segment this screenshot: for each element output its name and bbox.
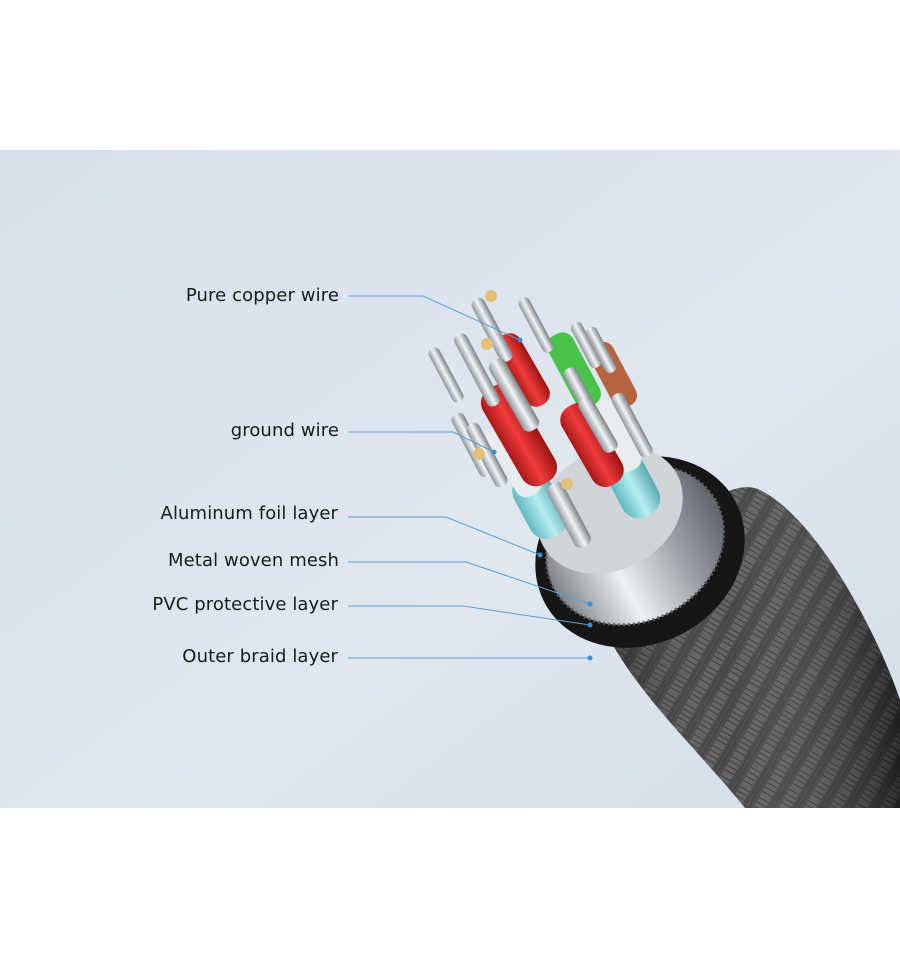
label-pvc-protective-layer: PVC protective layer [152, 594, 338, 615]
leader-line-pvc [348, 605, 591, 626]
inner-wires [428, 290, 661, 548]
leader-line-mesh [348, 561, 591, 605]
leader-line-foil [348, 516, 541, 556]
label-aluminum-foil-layer: Aluminum foil layer [160, 503, 338, 524]
label-ground-wire: ground wire [230, 420, 339, 441]
leader-dot-copper [517, 337, 523, 343]
leader-line-ground [348, 431, 495, 453]
leader-dot-pvc [587, 622, 593, 628]
leader-line-copper [348, 295, 521, 341]
leader-dots [491, 337, 593, 661]
label-metal-woven-mesh: Metal woven mesh [167, 550, 339, 571]
label-pure-copper-wire: Pure copper wire [185, 285, 339, 306]
label-outer-braid-layer: Outer braid layer [182, 646, 338, 667]
leader-dot-foil [537, 552, 543, 558]
leader-lines [348, 295, 591, 659]
leader-dot-braid [587, 655, 593, 661]
leader-dot-mesh [587, 601, 593, 607]
leader-dot-ground [491, 449, 497, 455]
